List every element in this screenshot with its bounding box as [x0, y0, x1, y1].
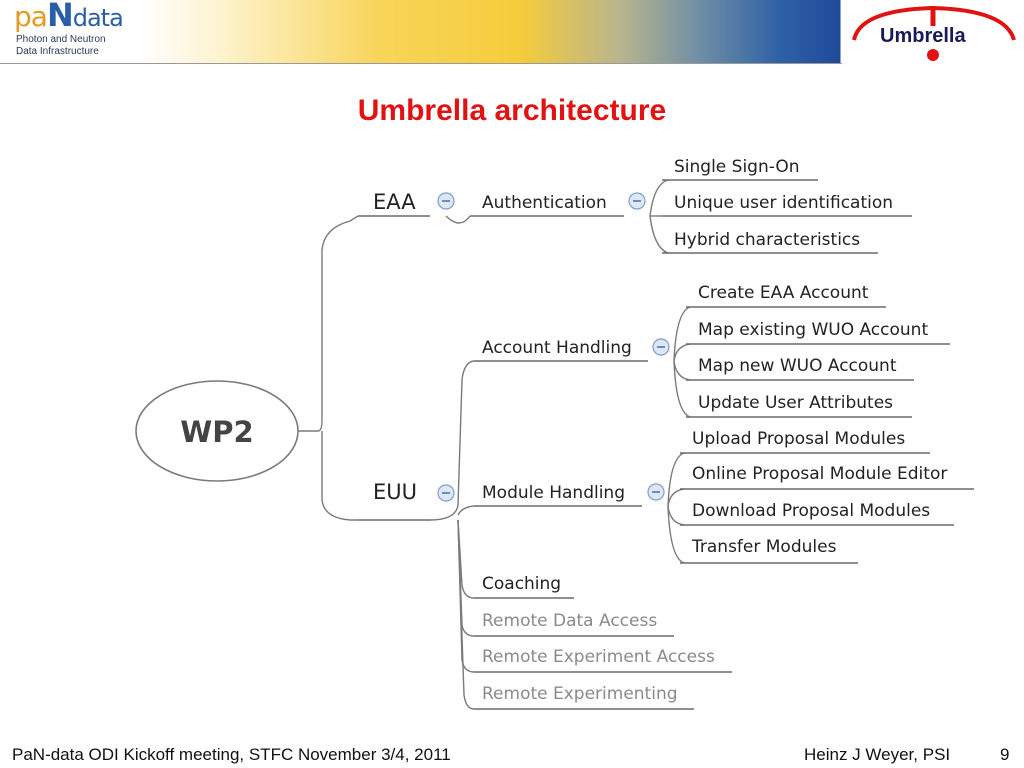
node-transfer-modules: Transfer Modules: [691, 537, 837, 557]
edge-euu-remote-experimenting: [457, 519, 475, 710]
root-label: WP2: [180, 415, 253, 449]
collapse-toggle-authentication[interactable]: [628, 192, 646, 210]
edge-account-update: [673, 360, 691, 418]
slide-title: Umbrella architecture: [357, 94, 667, 127]
collapse-toggle-eaa[interactable]: [437, 192, 455, 210]
pandata-logo-line2: Data Infrastructure: [16, 46, 99, 57]
edge-account-map-new: [673, 360, 691, 381]
node-map-existing-wuo-account: Map existing WUO Account: [698, 320, 928, 340]
node-account-handling: Account Handling: [482, 338, 632, 358]
pandata-logo-line1: Photon and Neutron: [16, 34, 106, 45]
edge-module-upload: [667, 452, 685, 507]
umbrella-logo-icon: [852, 5, 1016, 61]
node-single-sign-on: Single Sign-On: [674, 157, 800, 177]
node-coaching: Coaching: [482, 574, 561, 594]
umbrella-logo-text: Umbrella: [880, 25, 966, 47]
umbrella-logo: [842, 0, 1024, 64]
branch-label-euu: EUU: [373, 480, 417, 504]
node-update-user-attributes: Update User Attributes: [698, 393, 893, 413]
edge-euu-module: [457, 505, 475, 516]
node-unique-user-identification: Unique user identification: [674, 193, 893, 213]
edge-euu-account: [429, 360, 475, 521]
node-download-proposal-modules: Download Proposal Modules: [692, 501, 930, 521]
edge-account-map-existing: [673, 343, 691, 362]
node-authentication: Authentication: [482, 193, 607, 213]
node-remote-experiment-access: Remote Experiment Access: [482, 647, 715, 667]
footer-meeting-info: PaN-data ODI Kickoff meeting, STFC Novem…: [12, 745, 451, 764]
node-online-proposal-module-editor: Online Proposal Module Editor: [692, 464, 947, 484]
edge-euu-coaching: [457, 519, 475, 599]
edge-root-eaa: [298, 215, 359, 432]
edge-module-editor: [667, 488, 685, 507]
branch-label-eaa: EAA: [373, 190, 416, 214]
edge-root-euu: [321, 431, 358, 521]
edge-eaa-auth: [445, 215, 471, 224]
edge-auth-hybrid: [649, 215, 669, 254]
node-hybrid-characteristics: Hybrid characteristics: [674, 230, 860, 250]
edge-module-download: [667, 505, 685, 526]
edge-account-create: [673, 306, 691, 362]
node-map-new-wuo-account: Map new WUO Account: [698, 356, 897, 376]
node-remote-experimenting: Remote Experimenting: [482, 684, 678, 704]
edge-auth-sso: [649, 179, 669, 217]
node-remote-data-access: Remote Data Access: [482, 611, 657, 631]
pandata-logo-word: paNdata: [14, 0, 124, 34]
collapse-toggle-module-handling[interactable]: [647, 483, 665, 501]
collapse-toggle-euu[interactable]: [437, 484, 455, 502]
edge-euu-remote-exp-access: [457, 519, 475, 673]
edge-module-transfer: [667, 505, 685, 564]
footer-author: Heinz J Weyer, PSI: [804, 745, 951, 764]
page-number: 9: [1000, 745, 1010, 764]
pandata-logo: paNdata Photon and Neutron Data Infrastr…: [14, 0, 154, 60]
node-create-eaa-account: Create EAA Account: [698, 283, 869, 303]
node-module-handling: Module Handling: [482, 483, 625, 503]
collapse-toggle-account-handling[interactable]: [652, 338, 670, 356]
node-upload-proposal-modules: Upload Proposal Modules: [692, 429, 905, 449]
header-divider: [0, 63, 1024, 64]
